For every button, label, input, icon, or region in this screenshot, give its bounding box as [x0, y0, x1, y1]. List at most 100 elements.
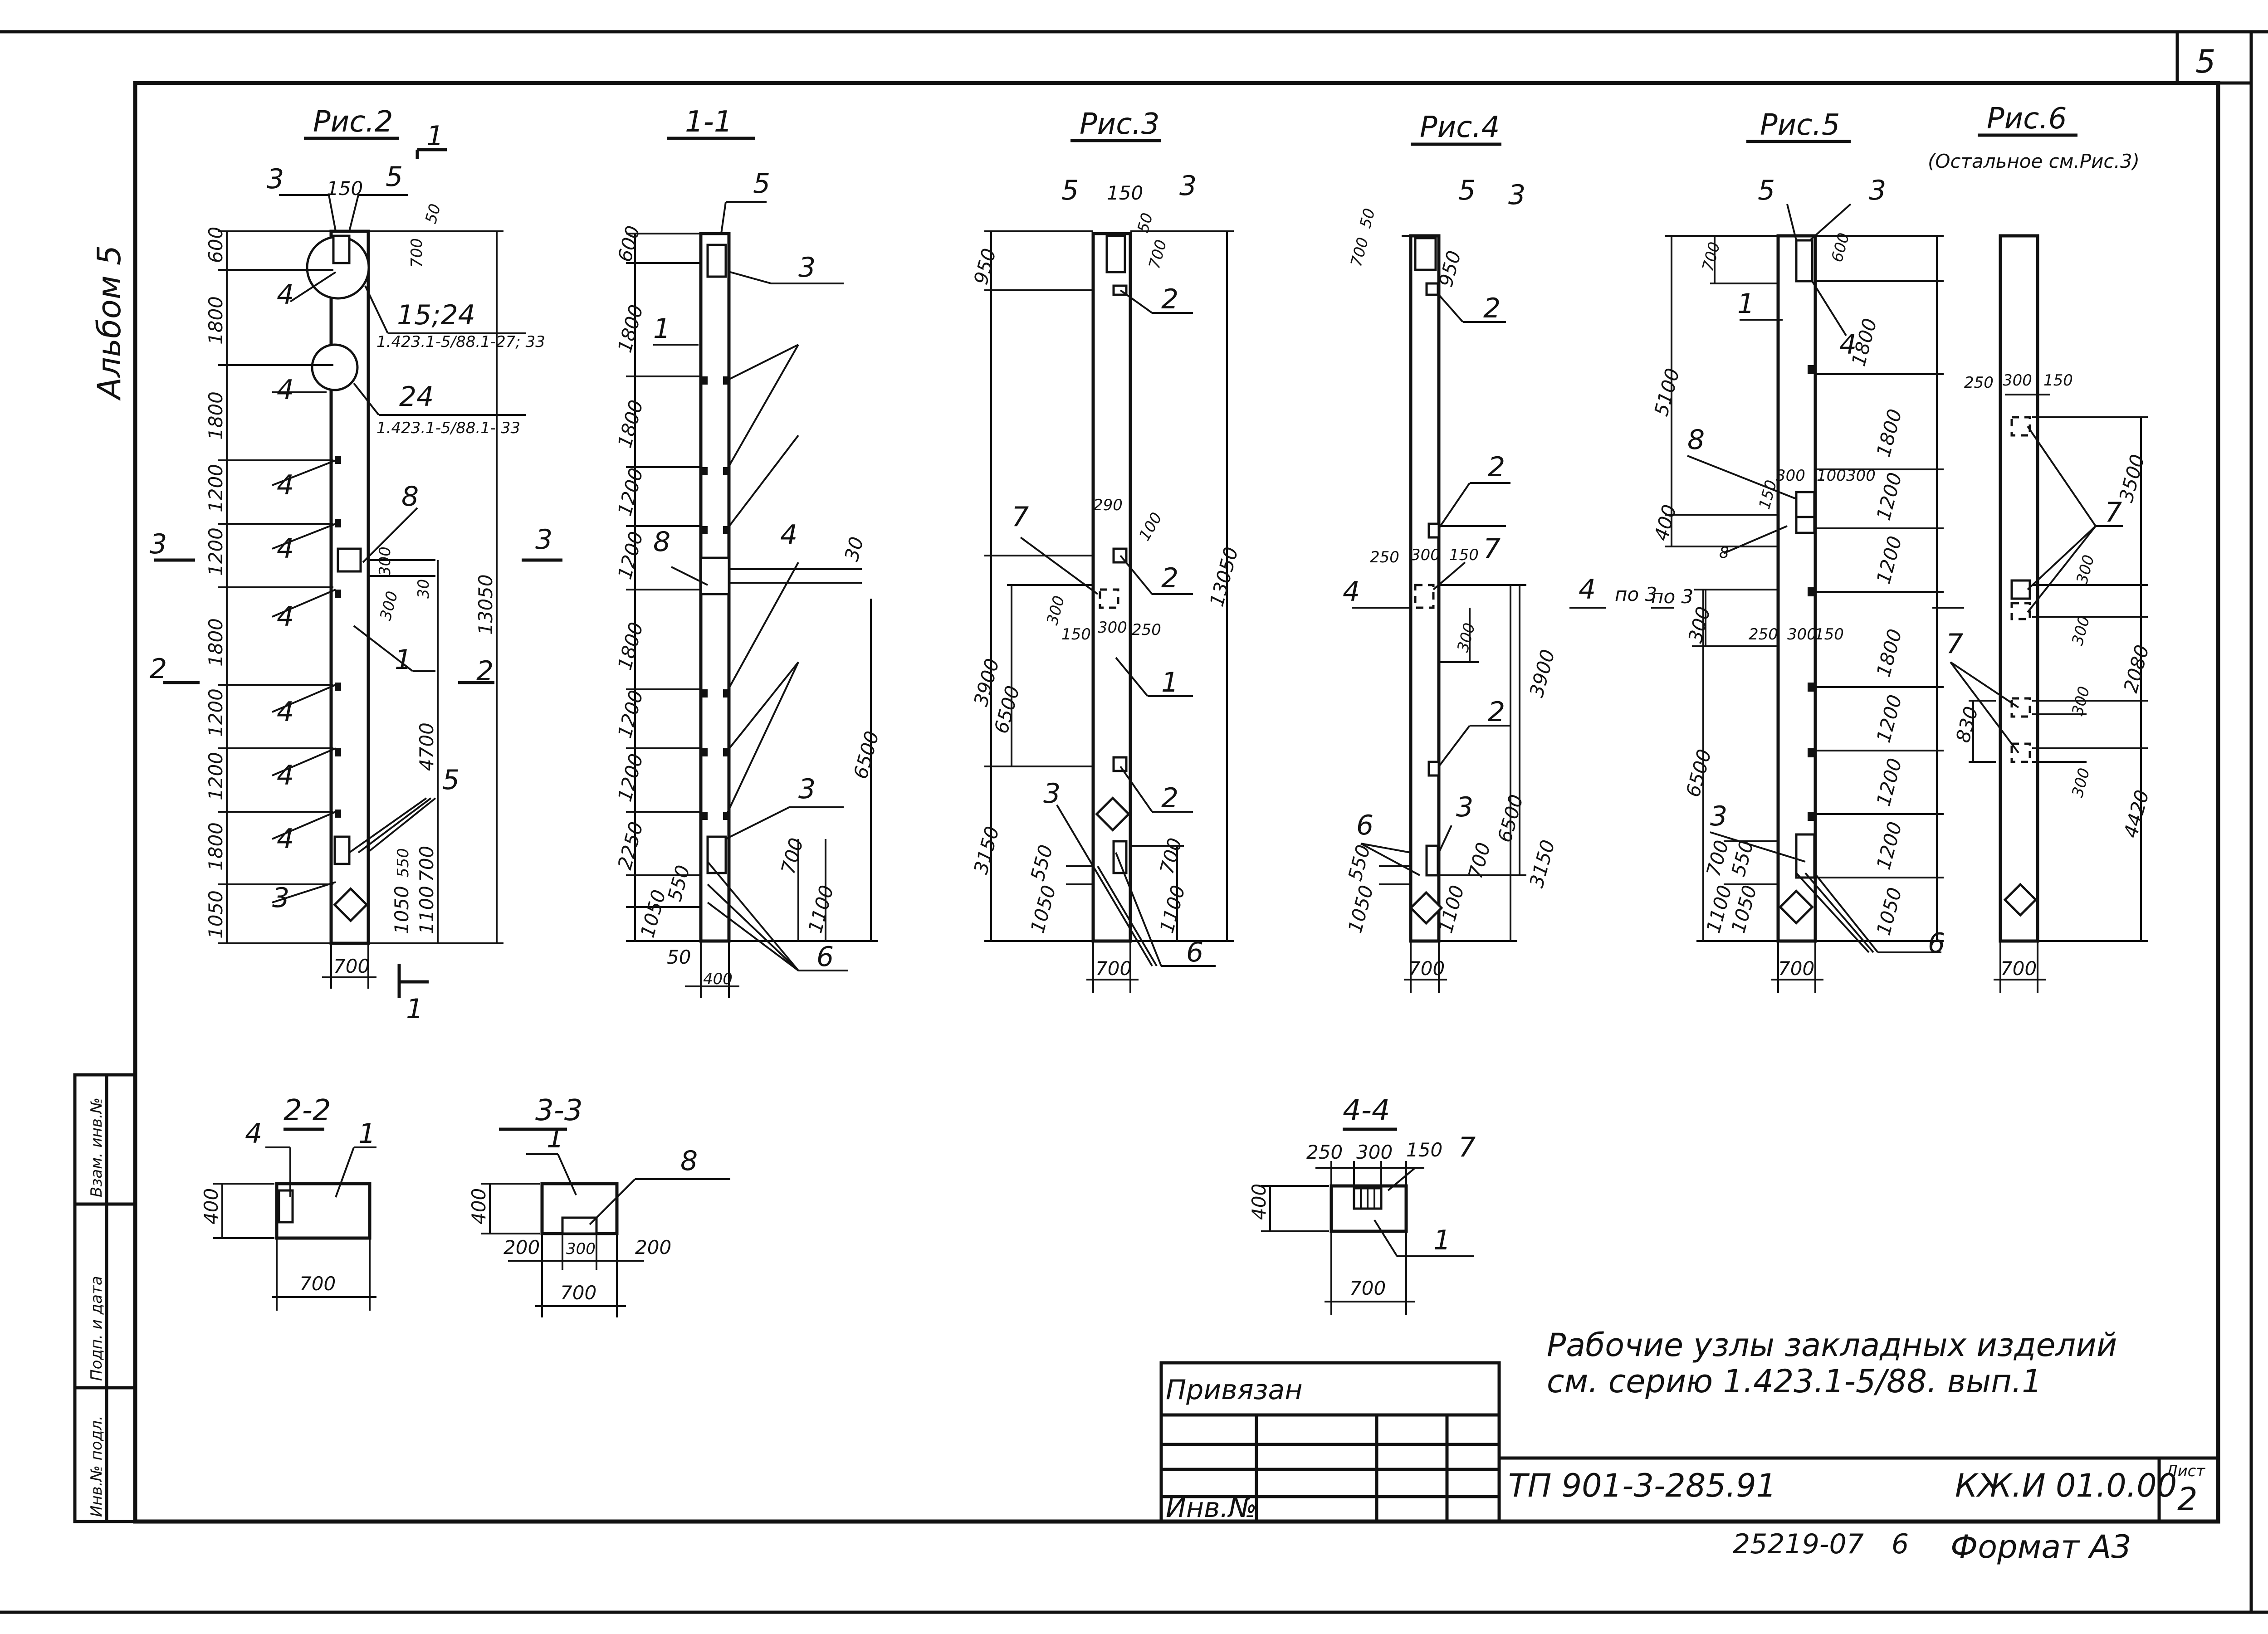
fig4-inner-300b: 300	[1454, 621, 1479, 654]
fig2-dimright-30: 30	[415, 579, 433, 599]
fig2-ref-series-1: 1.423.1-5/88.1-27; 33	[376, 333, 545, 351]
fig4-sec-po3: по 3	[1615, 583, 1657, 605]
sec11-dim-1100: 1100	[804, 883, 838, 936]
fig3-top-700: 700	[1145, 238, 1170, 271]
fig4-dim-3150: 3150	[1525, 838, 1559, 890]
fig3-callout-2c: 2	[1161, 782, 1178, 814]
fig5-top-700: 700	[1699, 240, 1724, 273]
sec33-part-300: 300	[566, 1240, 596, 1258]
fig5-inner-150b: 150	[1814, 625, 1844, 644]
sec44-height-400: 400	[1248, 1184, 1270, 1220]
fig4-dim-1050: 1050	[1344, 883, 1378, 936]
fig5-callout-1: 1	[1737, 288, 1755, 320]
fig4-inner-150: 150	[1449, 546, 1479, 564]
fig2-dimleft-1800c: 1800	[205, 618, 227, 667]
stamp-archive-no: 25219-07	[1733, 1528, 1864, 1560]
fig2-callout-4d: 4	[277, 533, 294, 565]
fig6-dim-300d: 300	[2068, 684, 2093, 717]
fig5-dim-400: 400	[1650, 502, 1681, 543]
figure-titles	[304, 133, 2077, 146]
fig6-bottom-700: 700	[2000, 957, 2037, 980]
fig4-dim-3900: 3900	[1525, 647, 1559, 700]
fig6-dim-300b: 300	[2073, 553, 2098, 586]
title-block	[1159, 1361, 2218, 1523]
fig3-panel	[984, 230, 1234, 993]
fig3-callout-7: 7	[1012, 501, 1029, 533]
fig2-dimleft-1200d: 1200	[205, 752, 227, 800]
sec11-callout-3b: 3	[798, 773, 816, 805]
fig2-dimright-300b: 300	[376, 589, 401, 622]
fig5-inner-300b: 300	[1846, 467, 1876, 485]
fig2-dimleft-1200c: 1200	[205, 688, 227, 737]
fig5-bottom-700: 700	[1778, 957, 1814, 980]
fig5-dim-300: 300	[1684, 604, 1715, 645]
page-number: 5	[2195, 43, 2216, 80]
fig2-callout-5-top: 5	[386, 161, 403, 193]
fig2-callout-4a: 4	[277, 279, 294, 311]
side-stamp-vzam: Взам. инв.№	[88, 1097, 106, 1197]
title-fig6: Рис.6	[1987, 102, 2067, 136]
fig2-ref-24: 24	[399, 381, 434, 413]
sec44-callout-1: 1	[1433, 1224, 1451, 1256]
sec11-callout-1: 1	[653, 313, 670, 345]
fig2-dimright-550: 550	[394, 848, 412, 878]
fig4-sec-4-left: 4	[1343, 576, 1360, 608]
fig2-dim-150: 150	[327, 177, 363, 200]
fig5-dimr-1800b: 1800	[1872, 407, 1906, 459]
fig5-top-5: 5	[1758, 175, 1775, 206]
fig4-top-700: 700	[1347, 235, 1372, 268]
fig4-dim-6500: 6500	[1493, 792, 1527, 845]
sec11-dim-6500: 6500	[849, 729, 883, 781]
fig2-callout-4c: 4	[277, 469, 294, 501]
fig3-top-150: 150	[1107, 182, 1143, 204]
sec11-dim-600: 600	[613, 223, 644, 264]
sec11-dim-1800b: 1800	[613, 398, 647, 450]
fig4-top-50: 50	[1356, 206, 1379, 230]
fig5-top-3: 3	[1869, 175, 1886, 206]
fig4-bottom-700: 700	[1408, 957, 1445, 980]
fig6-note: (Остальное см.Рис.3)	[1928, 150, 2140, 172]
sec11-callout-8: 8	[653, 526, 670, 558]
fig2-dimright-1050: 1050	[391, 886, 413, 934]
fig2-callout-1: 1	[395, 644, 412, 676]
fig5-dimr-1200c: 1200	[1872, 693, 1906, 745]
sec22-callout-4: 4	[245, 1118, 262, 1150]
fig5-callout-4: 4	[1839, 329, 1857, 361]
fig5-dimr-1800c: 1800	[1872, 627, 1906, 679]
sec22-width-700: 700	[299, 1273, 336, 1295]
fig2-dimright-13050: 13050	[474, 574, 497, 635]
fig2-callout-5-bottom: 5	[442, 764, 459, 796]
side-stamp-podp: Подп. и дата	[88, 1276, 106, 1381]
sec11-dim-1200d: 1200	[613, 751, 647, 804]
sec44-top-250: 250	[1306, 1141, 1343, 1163]
fig4-dim-550: 550	[1344, 842, 1374, 883]
sec33-part-200b: 200	[635, 1236, 671, 1258]
fig4-top-3: 3	[1508, 179, 1525, 211]
fig2-dim-50: 50	[422, 202, 445, 225]
note-line-1: Рабочие узлы закладных изделий	[1547, 1327, 2117, 1364]
fig6-dim-250: 250	[1964, 374, 1994, 392]
fig6-dim-2080: 2080	[2119, 643, 2153, 695]
fig5-dimr-1200d: 1200	[1872, 756, 1906, 809]
sec11-panel	[626, 201, 878, 998]
fig4-callout-2c: 2	[1488, 696, 1505, 728]
fig2-callout-3-top: 3	[267, 163, 284, 195]
sec33-width-700: 700	[560, 1282, 596, 1304]
sec22-callout-1: 1	[358, 1118, 376, 1150]
fig6-dim-300a: 300	[2003, 371, 2032, 390]
sec11-dim-30: 30	[840, 534, 868, 563]
fig5-dim-6500: 6500	[1681, 747, 1716, 800]
fig3-dim-550: 550	[1026, 842, 1057, 883]
sec44-callout-7: 7	[1458, 1132, 1476, 1163]
fig5-callout-3: 3	[1710, 800, 1727, 832]
fig3-inner-150: 150	[1061, 625, 1091, 644]
title-fig3: Рис.3	[1080, 107, 1159, 141]
fig6-callout-7a: 7	[2105, 497, 2122, 528]
fig3-callout-1: 1	[1161, 667, 1178, 698]
sec11-dim-700: 700	[777, 835, 807, 876]
fig5-sec-po3: по 3	[1651, 585, 1693, 608]
fig2-dimleft-1200a: 1200	[205, 464, 227, 512]
sec11-bottom-400: 400	[703, 970, 733, 988]
fig5-inner-300a: 300	[1776, 467, 1805, 485]
fig5-dimr-1200a: 1200	[1872, 470, 1906, 523]
